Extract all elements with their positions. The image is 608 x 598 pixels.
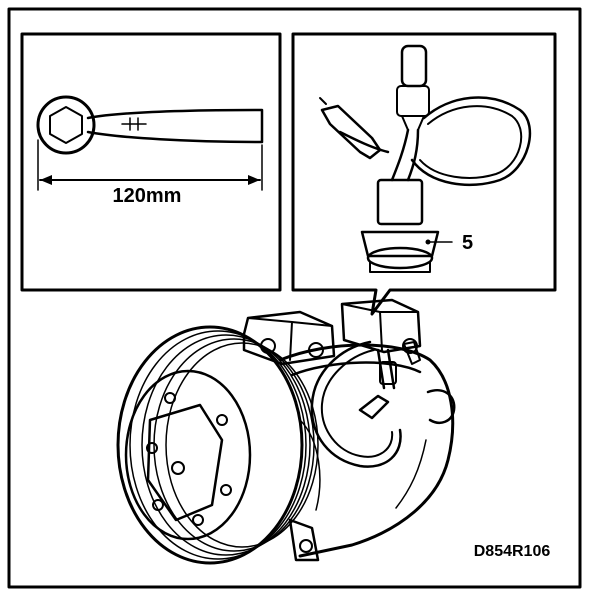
wrench-inset: 120mm: [20, 32, 282, 292]
callout-5-label: 5: [462, 232, 473, 254]
wrench-inset-frame: [20, 32, 282, 292]
figure-code: D854R106: [474, 543, 551, 560]
dimension-line: [37, 139, 263, 191]
sensor-inset: 5: [291, 32, 557, 316]
dimension-label: 120mm: [113, 185, 182, 207]
outer-frame: [7, 7, 582, 589]
compressor-icon: [116, 298, 456, 565]
ring-spanner-icon: [36, 95, 264, 155]
pressure-switch-icon: [319, 44, 532, 273]
callout-5-leader: [425, 239, 453, 245]
